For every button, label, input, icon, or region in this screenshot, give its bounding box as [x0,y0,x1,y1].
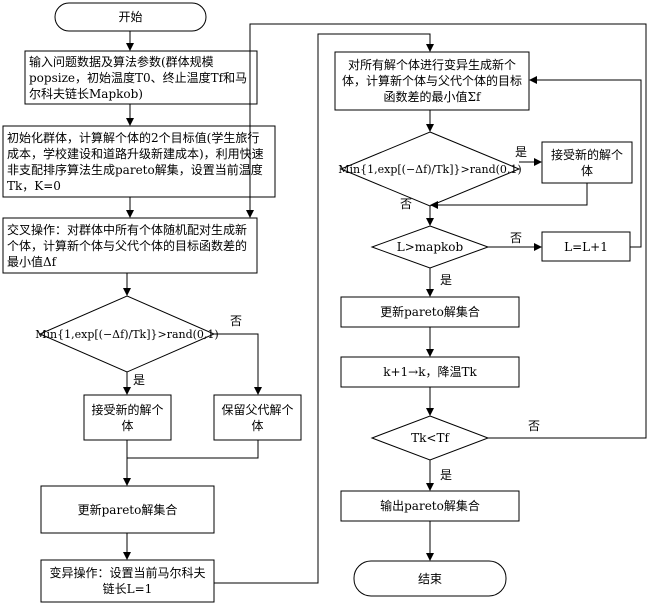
incL-text: L=L+1 [564,239,608,254]
update-left-box [40,485,215,534]
end-label: 结束 [417,571,442,586]
edge-cond-no-keep [214,333,262,395]
output-box [340,490,520,522]
label-yes-right: 是 [515,145,528,159]
cond-left-text: Min{1,exp[(−Δf)/Tk]}>rand(0,1) [35,327,219,341]
input-box [24,50,258,105]
incL-box [541,231,631,262]
edge-accept-right-merge [430,183,588,209]
init-text: 初始化群体，计算解个体的2个目标值(学生旅行成本，学校建设和道路升级新建成本)，… [7,130,264,193]
keep-parent-text: 保留父代解个体 [221,402,294,433]
accept-right-text: 接受新的解个体 [550,147,623,178]
accept-right-box [541,141,633,184]
init-box [2,125,276,198]
label-yes-left: 是 [133,373,146,387]
end-terminal [353,560,507,597]
crossover-box [2,217,258,274]
cond-T-text: Tk<Tf [411,431,449,445]
keep-parent-box [213,394,302,441]
start-label: 开始 [118,10,143,24]
edge-T-no-loop [246,23,647,439]
mutation-setup-box [40,559,215,603]
cond-right-text: Min{1,exp[(−Δf)/Tk]}>rand(0,1) [338,162,522,176]
edge-keep-merge [127,440,259,459]
label-no-left: 否 [230,314,243,328]
update-left-text: 更新pareto解集合 [77,502,178,517]
label-yes-T: 是 [440,468,453,482]
update-right-box [340,296,520,328]
edge-incL-loop [529,76,642,248]
mutation-setup-text: 变异操作：设置当前马尔科夫链长L=1 [49,566,206,596]
crossover-text: 交叉操作：对群体中所有个体随机配对生成新个体，计算新个体与父代个体的目标函数差的… [7,222,248,269]
input-text: 输入问题数据及算法参数(群体规模popsize，初始温度T0、终止温度Tf和马尔… [29,54,248,101]
label-no-right: 否 [400,197,413,211]
cool-text: k+1→k，降温Tk [383,365,477,379]
edge-mutsetup-mutation [214,33,434,584]
mutation-box [334,51,530,111]
mutation-text: 对所有解个体进行变异生成新个体，计算新个体与父代个体的目标函数差的最小值Σf [341,58,522,104]
label-no-L: 否 [510,231,523,245]
accept-left-text: 接受新的解个体 [91,402,164,433]
update-right-text: 更新pareto解集合 [380,305,480,319]
output-text: 输出pareto解集合 [380,499,480,513]
label-no-T: 否 [528,419,541,433]
cool-box [340,356,520,388]
label-yes-L: 是 [440,273,453,287]
cond-L-text: L>mapkob [396,240,464,254]
